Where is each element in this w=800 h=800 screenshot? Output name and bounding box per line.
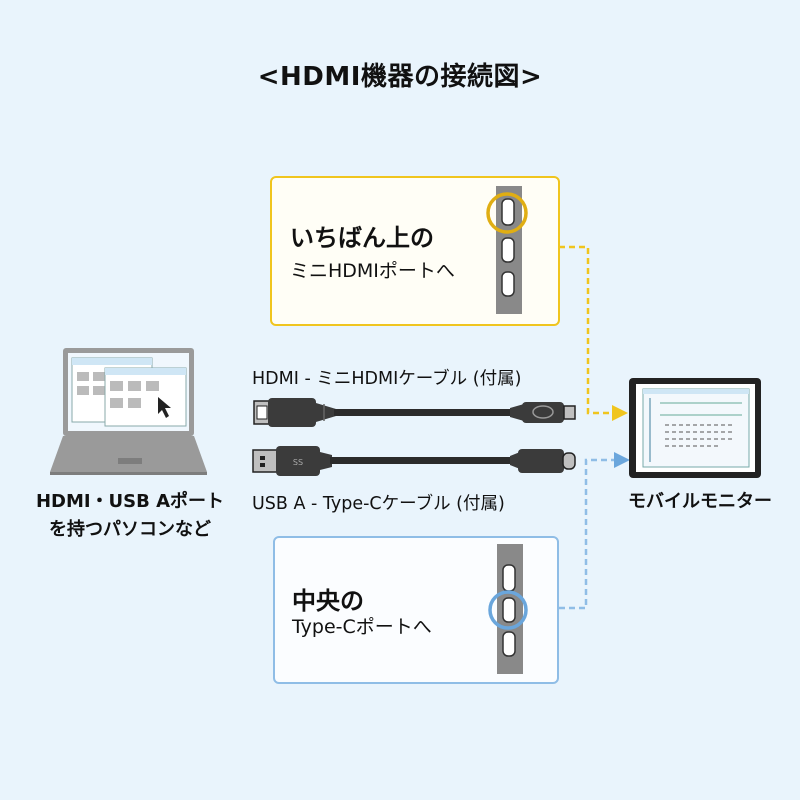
usb-cable-icon: SS	[252, 446, 576, 476]
hdmi-cable-label: HDMI - ミニHDMIケーブル (付属)	[252, 369, 522, 389]
callout-middle-heading: 中央の	[292, 587, 364, 615]
callout-middle-subtext: Type-Cポートへ	[292, 616, 432, 638]
pc-label-line1: HDMI・USB Aポート	[35, 491, 225, 512]
pc-label: HDMI・USB Aポート を持つパソコンなど	[10, 488, 250, 544]
callout-top-subtext: ミニHDMIポートへ	[290, 260, 455, 282]
monitor-icon	[629, 378, 761, 478]
usb-cable-label: USB A - Type-Cケーブル (付属)	[252, 494, 505, 514]
port-strip-top	[486, 186, 528, 314]
laptop-icon	[50, 348, 207, 475]
callout-top-heading: いちばん上の	[290, 224, 434, 252]
monitor-label: モバイルモニター	[628, 491, 772, 512]
usb-ss-label: SS	[293, 458, 303, 467]
diagram-title: <HDMI機器の接続図>	[257, 62, 543, 92]
port-strip-middle	[488, 544, 528, 674]
pc-label-line2: を持つパソコンなど	[49, 519, 211, 540]
hdmi-cable-icon	[253, 398, 576, 427]
